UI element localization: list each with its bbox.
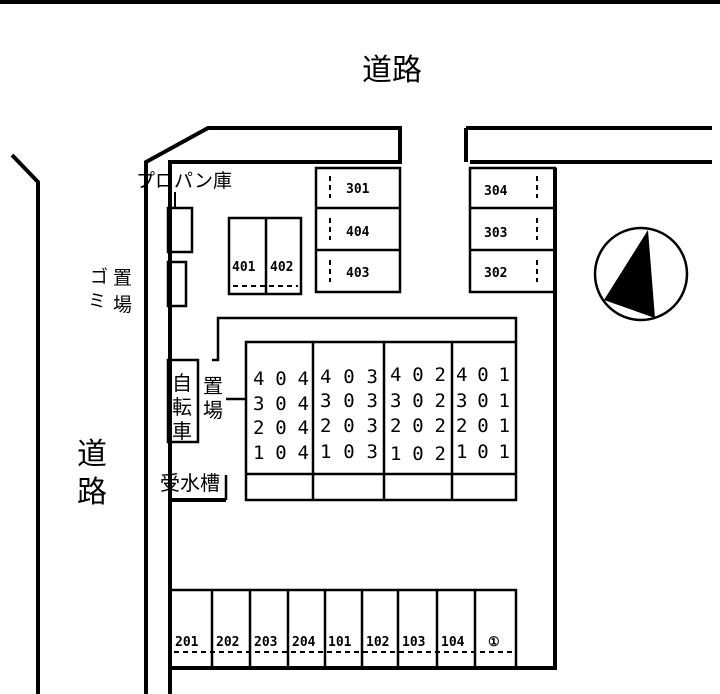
road-top-label: 道路 <box>362 53 422 88</box>
room-number: 303 <box>320 390 378 412</box>
room-number: 302 <box>390 390 446 412</box>
garbage-label-mi: ミ <box>88 291 106 312</box>
garbage-label-oki: 置 <box>113 267 132 289</box>
parking-slot-label: 204 <box>292 635 316 650</box>
room-number: 103 <box>320 441 378 463</box>
parking-slot-label: ① <box>488 635 500 650</box>
building-outline <box>212 316 518 362</box>
room-number: 301 <box>456 390 510 412</box>
bicycle-label-2: 転 <box>172 395 192 419</box>
room-number: 104 <box>253 442 309 464</box>
room-number: 403 <box>320 366 378 388</box>
bicycle-label-1: 自 <box>172 371 192 395</box>
room-number: 404 <box>253 368 309 390</box>
parking-top-center: 301 404 403 <box>314 166 402 294</box>
parking-slot-label: 102 <box>366 635 389 650</box>
water-tank-label: 受水槽 <box>160 471 220 495</box>
parking-small: 401 402 <box>227 216 303 296</box>
bicycle-label-5: 場 <box>203 398 223 422</box>
room-number: 304 <box>253 393 309 415</box>
parking-slot-label: 303 <box>484 226 507 241</box>
bicycle-label-3: 車 <box>172 419 192 443</box>
parking-slot-label: 401 <box>232 260 256 275</box>
parking-slot-label: 202 <box>216 635 239 650</box>
parking-slot-label: 304 <box>484 184 508 199</box>
room-number: 101 <box>456 441 510 463</box>
bicycle-parking-box <box>166 358 200 444</box>
room-number: 204 <box>253 417 309 439</box>
main-building <box>244 340 518 502</box>
garbage-area-box <box>166 260 188 308</box>
parking-slot-label: 302 <box>484 266 507 281</box>
room-number: 203 <box>320 415 378 437</box>
parking-slot-label: 403 <box>346 266 369 281</box>
room-number: 102 <box>390 443 446 465</box>
parking-slot-label: 402 <box>270 260 293 275</box>
road-left-label-1: 道 <box>77 437 107 472</box>
road-left-label-2: 路 <box>77 475 107 510</box>
garbage-label-go: ゴ <box>90 267 108 288</box>
room-numbers: 404 304 204 104 403 303 203 103 402 302 … <box>253 364 510 465</box>
parking-bottom: 201 202 203 204 101 102 103 104 ① <box>168 588 518 670</box>
parking-slot-label: 104 <box>441 635 465 650</box>
propane-storage-box <box>166 206 194 254</box>
parking-slot-label: 404 <box>346 225 370 240</box>
parking-top-right: 304 303 302 <box>468 166 557 294</box>
parking-slot-label: 301 <box>346 182 370 197</box>
propane-storage-label: プロパン庫 <box>136 170 232 192</box>
parking-slot-label: 201 <box>175 635 199 650</box>
parking-slot-label: 203 <box>254 635 277 650</box>
north-arrow-icon <box>593 226 689 322</box>
bicycle-label-4: 置 <box>203 374 223 398</box>
room-number: 401 <box>456 364 510 386</box>
room-number: 201 <box>456 415 510 437</box>
room-number: 202 <box>390 415 446 437</box>
parking-slot-label: 103 <box>402 635 425 650</box>
room-number: 402 <box>390 364 446 386</box>
water-tank-line <box>168 498 226 502</box>
garbage-label-ba: 場 <box>113 294 132 316</box>
parking-slot-label: 101 <box>328 635 352 650</box>
